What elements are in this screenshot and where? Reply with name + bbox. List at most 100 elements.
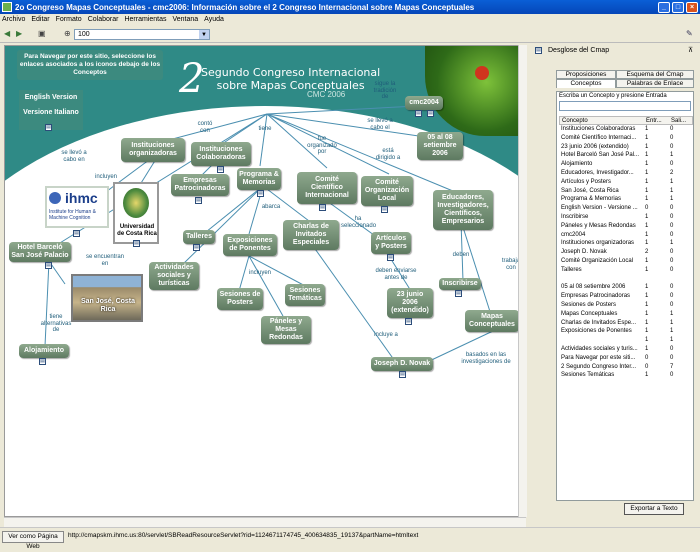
concept-programa-memorias[interactable]: Programa & Memorias — [237, 168, 281, 190]
maximize-button[interactable]: □ — [672, 1, 684, 13]
concept-instituciones-organizadoras[interactable]: Instituciones organizadoras — [121, 138, 185, 162]
tab-esquema[interactable]: Esquema del Cmap — [616, 70, 694, 79]
italian-version-link[interactable]: Versione Italiano — [23, 109, 79, 117]
link-icon[interactable]: ▤ — [427, 110, 434, 117]
link-icon[interactable]: ▤ — [195, 197, 202, 204]
concept-novak[interactable]: Joseph D. Novak — [371, 357, 433, 371]
concept-educadores[interactable]: Educadores, Investigadores, Científicos,… — [433, 190, 493, 230]
concept-hotel[interactable]: Hotel Barceló San José Palacio — [9, 242, 71, 262]
link-icon[interactable]: ▤ — [387, 254, 394, 261]
concept-paneles[interactable]: Páneles y Mesas Redondas — [261, 316, 311, 344]
san-jose-photo[interactable]: San José, Costa Rica — [71, 274, 143, 322]
concept-exposiciones[interactable]: Exposiciones de Ponentes — [223, 234, 277, 256]
cmap-canvas[interactable]: Para Navegar por este sitio, seleccione … — [4, 45, 526, 517]
horizontal-scrollbar[interactable] — [4, 517, 526, 527]
export-text-button[interactable]: Exportar a Texto — [624, 503, 684, 515]
link-icon[interactable]: ▤ — [415, 110, 422, 117]
link-icon[interactable]: ▤ — [45, 124, 52, 131]
concept-inscribirse[interactable]: Inscribirse — [439, 278, 481, 290]
link-icon[interactable]: ▤ — [455, 290, 462, 297]
menu-editar[interactable]: Editar — [31, 16, 50, 23]
concept-mapas-conceptuales[interactable]: Mapas Conceptuales — [465, 310, 519, 332]
menu-colaborar[interactable]: Colaborar — [87, 16, 119, 23]
table-row[interactable] — [559, 275, 693, 284]
menu-archivo[interactable]: Archivo — [2, 16, 26, 23]
menu-ayuda[interactable]: Ayuda — [204, 16, 224, 23]
link-icon[interactable]: ▤ — [217, 166, 224, 173]
concept-sesiones-tematicas[interactable]: Sesiones Temáticas — [285, 284, 325, 306]
tab-proposiciones[interactable]: Proposiciones — [556, 70, 616, 79]
zoom-select[interactable]: 100 ▼ — [74, 29, 210, 40]
concept-alojamiento[interactable]: Alojamiento — [19, 344, 69, 358]
vertical-scrollbar[interactable] — [518, 45, 527, 517]
concept-cmc2004[interactable]: cmc2004 — [405, 96, 443, 110]
concept-search-input[interactable] — [559, 101, 691, 111]
menu-ventana[interactable]: Ventana — [172, 16, 199, 23]
link-icon[interactable]: ▤ — [399, 371, 406, 378]
link-icon[interactable]: ▤ — [39, 358, 46, 365]
concept-empresas-patrocinadoras[interactable]: Empresas Patrocinadoras — [171, 174, 229, 196]
tab-conceptos[interactable]: Conceptos — [556, 79, 616, 88]
concept-fechas[interactable]: 05 al 08 setiembre 2006 — [417, 132, 463, 160]
concept-junio[interactable]: 23 junio 2006 (extendido) — [387, 288, 433, 318]
link-icon[interactable]: ▤ — [73, 230, 80, 237]
link-icon[interactable]: ▤ — [319, 204, 326, 211]
zoom-icon[interactable]: ⊕ — [64, 29, 71, 38]
concept-articulos[interactable]: Artículos y Posters — [371, 232, 411, 254]
concept-comite-cientifico[interactable]: Comité Científico Internacional — [297, 172, 357, 204]
menu-herramientas[interactable]: Herramientas — [124, 16, 167, 23]
forward-arrow-icon[interactable]: ▶ — [16, 29, 23, 38]
concept-comite-organizacion[interactable]: Comité Organización Local — [361, 176, 413, 206]
close-button[interactable]: × — [686, 1, 698, 13]
ihmc-logo[interactable]: ihmc Institute for Human & Machine Cogni… — [45, 186, 109, 228]
link-icon[interactable]: ▤ — [381, 206, 388, 213]
view-as-webpage-button[interactable]: Ver como Página Web — [2, 531, 64, 550]
minimize-button[interactable]: _ — [658, 1, 670, 13]
concept-charlas[interactable]: Charlas de Invitados Especiales — [283, 220, 339, 250]
ucr-logo[interactable]: Universidad de Costa Rica — [113, 182, 159, 244]
tab-palabras-enlace[interactable]: Palabras de Enlace — [616, 79, 694, 88]
link-icon[interactable]: ▤ — [257, 190, 264, 197]
pin-icon[interactable]: ⊼ — [688, 47, 694, 54]
link-icon[interactable]: ▤ — [45, 262, 52, 269]
concept-talleres[interactable]: Talleres — [183, 230, 215, 244]
column-salidas[interactable]: Sali... — [671, 118, 687, 124]
column-entradas[interactable]: Entr... — [646, 118, 662, 124]
back-arrow-icon[interactable]: ◀ — [4, 29, 11, 38]
link-icon[interactable]: ▤ — [133, 240, 140, 247]
view-icon[interactable]: ▣ — [38, 29, 46, 38]
collaborate-icon[interactable]: ✎ — [686, 29, 693, 38]
link-icon[interactable]: ▤ — [193, 244, 200, 251]
concept-sesiones-posters[interactable]: Sesiones de Posters — [217, 288, 263, 310]
concept-actividades[interactable]: Actividades sociales y turísticas — [149, 262, 199, 290]
link-icon[interactable]: ▤ — [405, 318, 412, 325]
chevron-down-icon[interactable]: ▼ — [199, 30, 209, 39]
menu-formato[interactable]: Formato — [55, 16, 82, 23]
